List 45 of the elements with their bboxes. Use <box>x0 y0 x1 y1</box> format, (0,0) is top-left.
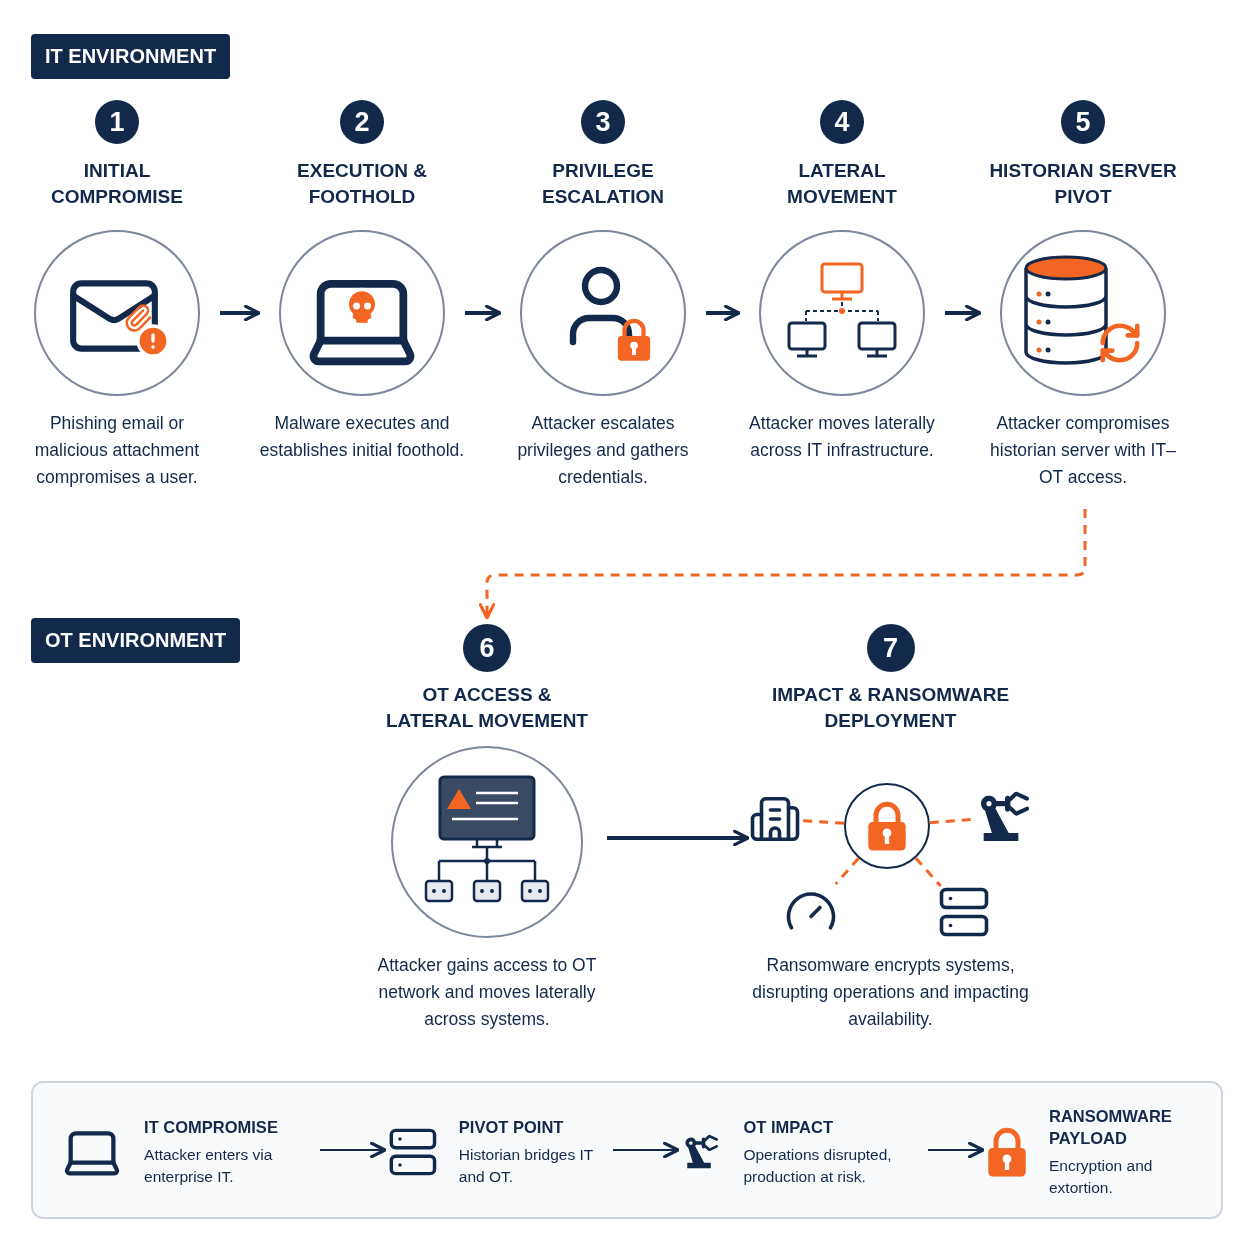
step-title: EXECUTION & FOOTHOLD <box>296 159 428 209</box>
arrow <box>612 1141 680 1159</box>
step-title: HISTORIAN SERVER PIVOT <box>988 159 1178 209</box>
summary-panel <box>31 1081 1223 1219</box>
step-number: 6 <box>463 624 511 672</box>
section-tag: IT ENVIRONMENT <box>31 34 231 79</box>
step-number: 5 <box>1061 100 1105 144</box>
step-description: Ransomware encrypts systems, disrupting operations and impacting availability. <box>751 954 1030 1031</box>
item-description: Operations disrupted, production at risk. <box>743 1145 893 1187</box>
dashed-connector <box>801 819 845 825</box>
dashed-connector <box>478 509 1087 620</box>
item-title: OT IMPACT <box>743 1117 834 1138</box>
arrow <box>319 1141 387 1159</box>
step-description: Attacker gains access to OT network and moves laterally across systems. <box>376 954 598 1031</box>
item-description: Historian bridges IT and OT. <box>458 1145 594 1187</box>
arrow <box>706 304 741 322</box>
dashed-connector <box>929 818 973 825</box>
item-title: PIVOT POINT <box>458 1117 565 1138</box>
item-description: Attacker enters via enterprise IT. <box>144 1145 274 1187</box>
step-title: IMPACT & RANSOMWARE DEPLOYMENT <box>770 683 1011 733</box>
step-number: 3 <box>581 100 625 144</box>
step-title: PRIVILEGE ESCALATION <box>540 159 666 209</box>
arrow <box>220 304 261 322</box>
arrow <box>607 829 750 847</box>
step-title: OT ACCESS & LATERAL MOVEMENT <box>385 683 589 733</box>
step-description: Attacker compromises historian server with IT–OT access. <box>989 412 1177 489</box>
arrow <box>927 1141 985 1159</box>
step-description: Malware executes and establishes initial foothold. <box>259 412 465 462</box>
step-title: INITIAL COMPROMISE <box>50 159 184 209</box>
section-tag: OT ENVIRONMENT <box>31 618 241 663</box>
step-description: Phishing email or malicious attachment compromises a user. <box>33 412 201 489</box>
step-description: Attacker moves laterally across IT infrastructure. <box>748 412 936 462</box>
step-description: Attacker escalates privileges and gathers credentials. <box>516 412 690 489</box>
item-title: RANSOMWARE PAYLOAD <box>1049 1106 1173 1149</box>
item-description: Encryption and extortion. <box>1049 1156 1154 1198</box>
dashed-connector <box>914 857 942 887</box>
step-number: 4 <box>820 100 864 144</box>
step-number: 1 <box>95 100 139 144</box>
step-number: 7 <box>866 624 915 672</box>
step-title: LATERAL MOVEMENT <box>786 159 898 209</box>
step-number: 2 <box>340 100 384 144</box>
item-title: IT COMPROMISE <box>144 1117 279 1138</box>
dashed-connector <box>834 857 860 885</box>
arrow <box>465 304 502 322</box>
arrow <box>945 304 982 322</box>
